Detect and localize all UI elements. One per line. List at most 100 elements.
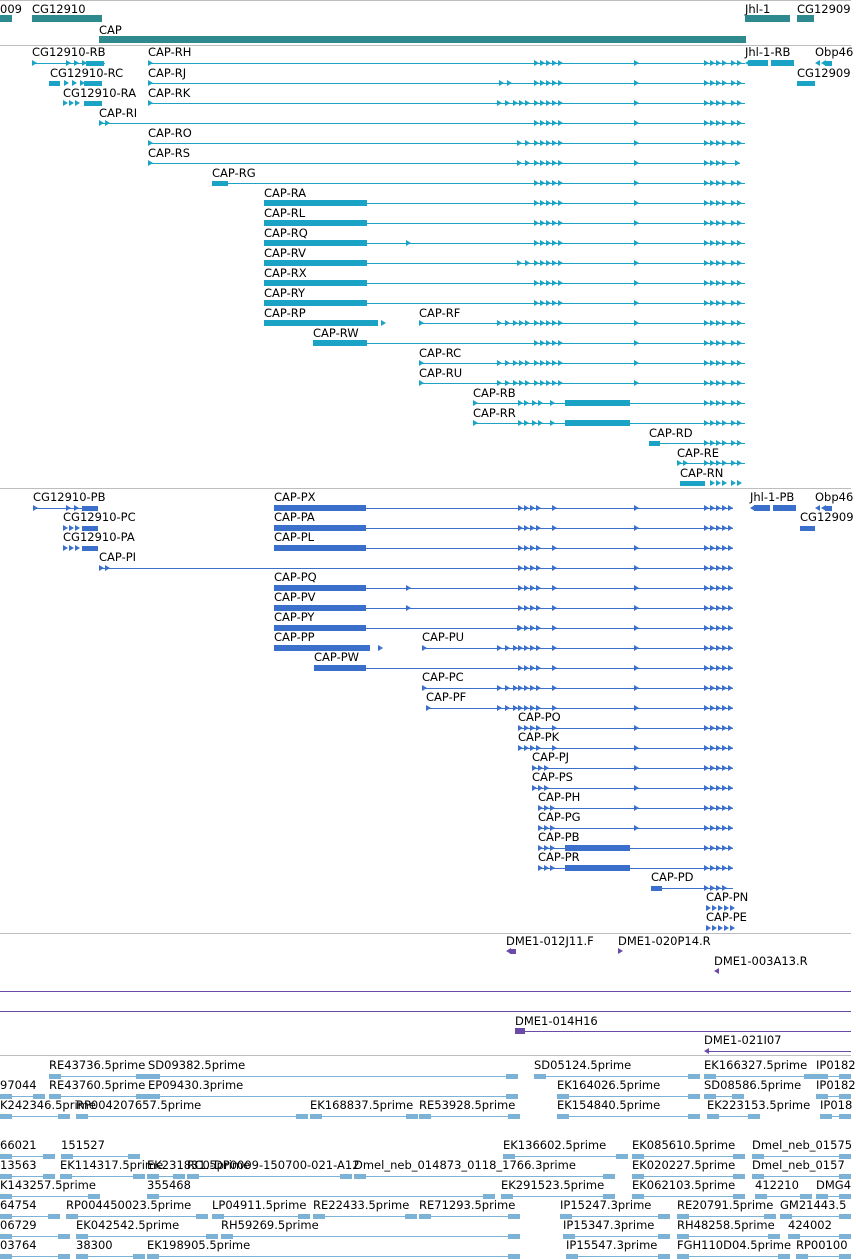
est-block[interactable] <box>780 1214 792 1219</box>
est-block[interactable] <box>33 1094 45 1099</box>
feature-label[interactable]: RP004450023.5prime <box>66 1198 192 1212</box>
feature-label[interactable]: 412210 <box>755 1178 799 1192</box>
feature-label[interactable]: CG12910-PA <box>63 530 135 544</box>
feature-label[interactable]: SD05124.5prime <box>534 1058 632 1072</box>
est-block[interactable] <box>733 1194 745 1199</box>
est-block[interactable] <box>0 1234 12 1239</box>
feature-label[interactable]: RP004207657.5prime <box>76 1098 202 1112</box>
exon-block[interactable] <box>86 61 104 66</box>
gene-bar[interactable] <box>745 15 790 22</box>
feature-label[interactable]: Jhl-1-RB <box>745 45 791 59</box>
est-block[interactable] <box>755 1194 767 1199</box>
est-block[interactable] <box>506 1094 518 1099</box>
feature-label[interactable]: CAP-RS <box>148 146 191 160</box>
est-block[interactable] <box>816 1074 828 1079</box>
est-block[interactable] <box>557 1094 569 1099</box>
feature-label[interactable]: IP0182 <box>816 1078 856 1092</box>
est-block[interactable] <box>58 1234 70 1239</box>
est-block[interactable] <box>406 1114 418 1119</box>
exon-block[interactable] <box>264 260 367 266</box>
est-block[interactable] <box>804 1074 816 1079</box>
est-block[interactable] <box>419 1214 431 1219</box>
est-block[interactable] <box>632 1154 644 1159</box>
feature-label[interactable]: K242346.5prime <box>0 1098 96 1112</box>
est-block[interactable] <box>206 1234 218 1239</box>
feature-label[interactable]: RH48258.5prime <box>677 1218 775 1232</box>
feature-label[interactable]: 66021 <box>0 1138 37 1152</box>
feature-label[interactable]: RC0-DP0009-150700-021-A12 <box>187 1158 360 1172</box>
est-block[interactable] <box>732 1094 744 1099</box>
est-block[interactable] <box>820 1114 832 1119</box>
est-block[interactable] <box>704 1074 716 1079</box>
est-block[interactable] <box>405 1214 417 1219</box>
feature-label[interactable]: CAP-PC <box>422 670 464 684</box>
exon-block[interactable] <box>82 506 98 511</box>
feature-label[interactable]: CAP-PJ <box>532 750 570 764</box>
exon-block[interactable] <box>565 420 630 426</box>
feature-label[interactable]: DME1-020P14.R <box>618 934 711 948</box>
feature-label[interactable]: CAP-PE <box>706 910 747 924</box>
feature-label[interactable]: 64754 <box>0 1198 37 1212</box>
exon-block[interactable] <box>825 506 832 511</box>
est-block[interactable] <box>800 1194 812 1199</box>
feature-label[interactable]: CAP <box>99 23 122 37</box>
exon-block[interactable] <box>82 546 98 551</box>
feature-label[interactable]: EK136602.5prime <box>503 1138 607 1152</box>
feature-label[interactable]: RH59269.5prime <box>221 1218 319 1232</box>
feature-label[interactable]: EK114317.5prime <box>60 1158 164 1172</box>
est-block[interactable] <box>506 1074 518 1079</box>
feature-label[interactable]: CAP-PI <box>99 550 137 564</box>
feature-label[interactable]: IP018 <box>820 1098 853 1112</box>
est-block[interactable] <box>566 1254 578 1259</box>
feature-label[interactable]: Obp46 <box>815 490 854 504</box>
est-block[interactable] <box>508 1114 520 1119</box>
est-block[interactable] <box>147 1174 159 1179</box>
feature-label[interactable]: SD09382.5prime <box>148 1058 246 1072</box>
feature-label[interactable]: CAP-PG <box>538 810 581 824</box>
feature-label[interactable]: EK154840.5prime <box>557 1098 661 1112</box>
est-block[interactable] <box>816 1194 828 1199</box>
exon-block[interactable] <box>313 340 367 346</box>
feature-label[interactable]: 03764 <box>0 1238 37 1252</box>
exon-block[interactable] <box>274 605 366 611</box>
feature-label[interactable]: CAP-RO <box>148 126 192 140</box>
est-block[interactable] <box>508 1254 520 1259</box>
feature-label[interactable]: DME1-014H16 <box>515 1014 598 1028</box>
exon-block[interactable] <box>274 545 366 551</box>
est-block[interactable] <box>839 1194 851 1199</box>
est-block[interactable] <box>603 1174 615 1179</box>
feature-label[interactable]: DME1-021I07 <box>704 1033 782 1047</box>
feature-label[interactable]: CAP-RU <box>419 366 463 380</box>
est-block[interactable] <box>508 1234 520 1239</box>
est-block[interactable] <box>839 1074 851 1079</box>
est-block[interactable] <box>49 1094 61 1099</box>
est-block[interactable] <box>128 1154 140 1159</box>
feature-label[interactable]: EK223153.5prime <box>707 1098 811 1112</box>
exon-block[interactable] <box>274 645 370 651</box>
est-block[interactable] <box>632 1194 644 1199</box>
feature-label[interactable]: CAP-PR <box>538 850 580 864</box>
feature-label[interactable]: CAP-PO <box>518 710 561 724</box>
gene-bar[interactable] <box>0 15 12 22</box>
exon-block[interactable] <box>84 101 102 106</box>
feature-label[interactable]: IP15547.3prime <box>566 1238 658 1252</box>
est-block[interactable] <box>483 1194 495 1199</box>
exon-block[interactable] <box>773 505 796 511</box>
feature-label[interactable]: EK168837.5prime <box>310 1098 414 1112</box>
est-block[interactable] <box>61 1154 73 1159</box>
feature-label[interactable]: CAP-PW <box>314 650 360 664</box>
est-block[interactable] <box>733 1174 745 1179</box>
est-block[interactable] <box>60 1174 72 1179</box>
feature-label[interactable]: LP04911.5prime <box>212 1198 307 1212</box>
est-block[interactable] <box>148 1094 160 1099</box>
est-block[interactable] <box>788 1234 800 1239</box>
est-block[interactable] <box>43 1154 55 1159</box>
feature-label[interactable]: RP00100 <box>796 1238 848 1252</box>
feature-label[interactable]: CAP-PX <box>274 490 316 504</box>
est-block[interactable] <box>658 1254 670 1259</box>
feature-label[interactable]: Obp46 <box>815 45 854 59</box>
est-block[interactable] <box>839 1214 851 1219</box>
feature-label[interactable]: RE43760.5prime <box>49 1078 146 1092</box>
est-block[interactable] <box>133 1174 145 1179</box>
est-block[interactable] <box>354 1174 366 1179</box>
